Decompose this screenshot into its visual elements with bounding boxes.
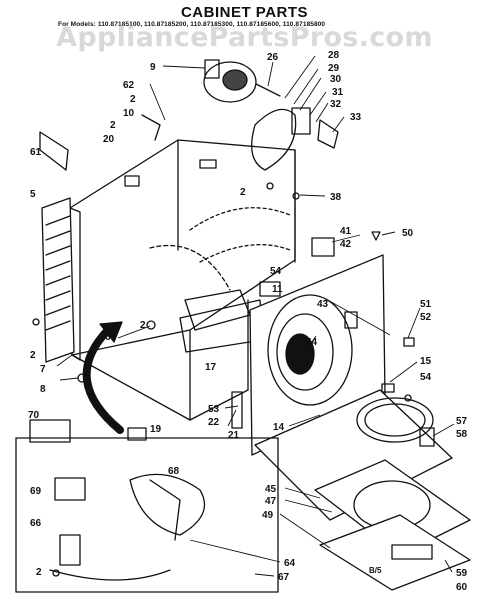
callout-labels: 9 62 2 10 2 20 61 5 26 28 29 30 31 32 33… <box>28 50 468 593</box>
door-assembly <box>314 459 471 591</box>
kick-panel <box>254 389 453 521</box>
callout-33: 33 <box>350 112 362 123</box>
callout-2: 2 <box>110 120 116 131</box>
callout-65: 65 <box>105 332 117 343</box>
callout-19: 19 <box>150 424 162 435</box>
callout-66: 66 <box>30 518 42 529</box>
callout-42: 42 <box>340 239 352 250</box>
lint-filter-ring <box>356 397 434 443</box>
callout-59: 59 <box>456 568 468 579</box>
diagram-code: B/5 <box>369 566 382 575</box>
callout-28: 28 <box>328 50 340 61</box>
callout-2: 2 <box>36 567 42 578</box>
assembly-arrow <box>82 321 124 434</box>
callout-32: 32 <box>330 99 342 110</box>
callout-44: 44 <box>306 337 318 348</box>
callout-49: 49 <box>262 510 274 521</box>
callout-8: 8 <box>40 384 46 395</box>
model-numbers: For Models: 110.87185100, 110.87185200, … <box>58 21 326 28</box>
callout-45: 45 <box>265 484 277 495</box>
drive-motor <box>203 59 281 103</box>
callout-2: 2 <box>140 320 146 331</box>
callout-2: 2 <box>240 187 246 198</box>
callout-62: 62 <box>123 80 135 91</box>
callout-43: 43 <box>317 299 329 310</box>
callout-53: 53 <box>208 404 220 415</box>
side-panel <box>41 197 75 363</box>
callout-67: 67 <box>278 572 290 583</box>
callout-9: 9 <box>150 62 156 73</box>
callout-31: 31 <box>332 87 344 98</box>
callout-15: 15 <box>420 356 432 367</box>
callout-29: 29 <box>328 63 340 74</box>
callout-50: 50 <box>402 228 414 239</box>
callout-20: 20 <box>103 134 115 145</box>
callout-61: 61 <box>30 147 42 158</box>
callout-22: 22 <box>208 417 220 428</box>
callout-69: 69 <box>30 486 42 497</box>
callout-68: 68 <box>168 466 180 477</box>
callout-51: 51 <box>420 299 432 310</box>
callout-7: 7 <box>40 364 46 375</box>
callout-5: 5 <box>30 189 36 200</box>
callout-17: 17 <box>205 362 217 373</box>
callout-70: 70 <box>28 410 40 421</box>
callout-41: 41 <box>340 226 352 237</box>
callout-26: 26 <box>267 52 279 63</box>
callout-30: 30 <box>330 74 342 85</box>
diagram-title: CABINET PARTS <box>180 4 309 21</box>
small-parts <box>29 114 435 577</box>
callout-38: 38 <box>330 192 342 203</box>
callout-52: 52 <box>420 312 432 323</box>
callout-2: 2 <box>130 94 136 105</box>
callout-54: 54 <box>270 266 282 277</box>
wiring-inset <box>15 437 279 593</box>
callout-14: 14 <box>273 422 285 433</box>
callout-21: 21 <box>228 430 240 441</box>
callout-2: 2 <box>30 350 36 361</box>
callout-57: 57 <box>456 416 468 427</box>
callout-64: 64 <box>284 558 296 569</box>
callout-54: 54 <box>420 372 432 383</box>
callout-60: 60 <box>456 582 468 593</box>
callout-47: 47 <box>265 496 277 507</box>
callout-58: 58 <box>456 429 468 440</box>
callout-11: 11 <box>272 284 283 295</box>
leader-lines <box>56 55 455 577</box>
callout-10: 10 <box>123 108 135 119</box>
